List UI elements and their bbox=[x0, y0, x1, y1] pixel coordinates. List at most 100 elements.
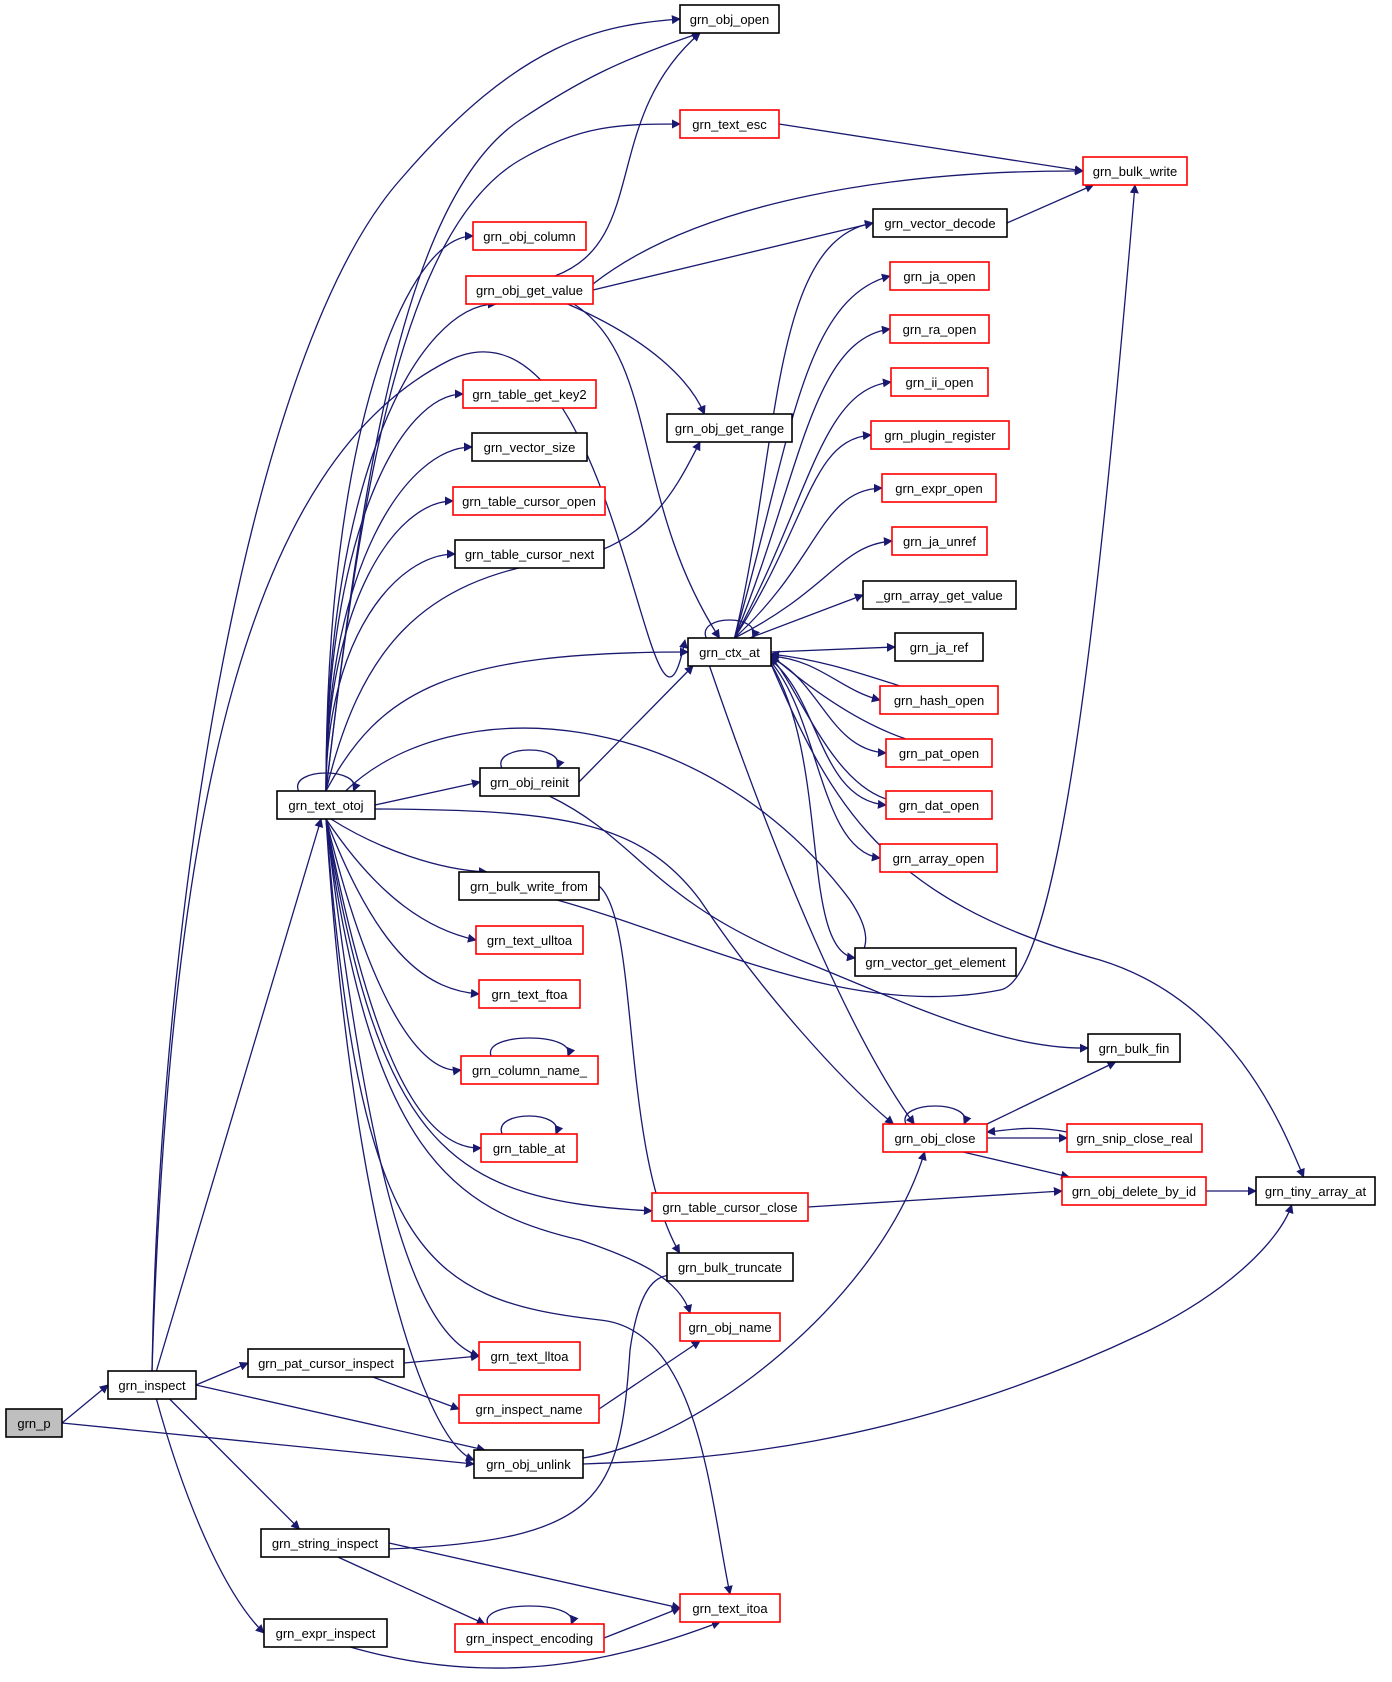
node-grn-table-get-key2[interactable]: grn_table_get_key2 bbox=[462, 379, 597, 409]
node-grn-string-inspect[interactable]: grn_string_inspect bbox=[260, 1528, 390, 1558]
call-edge bbox=[374, 808, 895, 1125]
node-label: grn_obj_open bbox=[690, 12, 770, 27]
node-label: grn_ctx_at bbox=[699, 645, 760, 660]
node-grn-obj-column[interactable]: grn_obj_column bbox=[472, 221, 587, 251]
node-label: grn_pat_cursor_inspect bbox=[258, 1356, 394, 1371]
node-grn-array-open[interactable]: grn_array_open bbox=[879, 843, 998, 873]
node-label: grn_obj_get_value bbox=[476, 283, 583, 298]
node-grn-inspect-encoding[interactable]: grn_inspect_encoding bbox=[454, 1623, 605, 1653]
call-edge bbox=[489, 1037, 576, 1057]
node-grn-text-ulltoa[interactable]: grn_text_ulltoa bbox=[475, 925, 584, 955]
node-grn-table-cursor-close[interactable]: grn_table_cursor_close bbox=[651, 1192, 809, 1222]
node-label: grn_hash_open bbox=[894, 693, 984, 708]
node-grn-obj-name[interactable]: grn_obj_name bbox=[679, 1312, 781, 1342]
call-edge bbox=[345, 727, 867, 963]
node-label: grn_inspect bbox=[118, 1378, 186, 1393]
call-edge bbox=[195, 1384, 486, 1453]
node-grn-array-get-value[interactable]: _grn_array_get_value bbox=[862, 580, 1017, 610]
node-label: grn_snip_close_real bbox=[1076, 1131, 1192, 1146]
call-edge bbox=[733, 219, 874, 639]
node-grn-p[interactable]: grn_p bbox=[5, 1408, 63, 1438]
call-edge bbox=[554, 32, 701, 277]
node-label: grn_expr_open bbox=[895, 481, 982, 496]
call-edge bbox=[592, 166, 1084, 285]
node-grn-ctx-at[interactable]: grn_ctx_at bbox=[687, 637, 772, 667]
node-grn-table-cursor-open[interactable]: grn_table_cursor_open bbox=[452, 486, 606, 516]
node-grn-vector-size[interactable]: grn_vector_size bbox=[471, 432, 588, 462]
node-label: grn_text_esc bbox=[692, 117, 767, 132]
node-grn-bulk-write-from[interactable]: grn_bulk_write_from bbox=[458, 871, 600, 901]
node-grn-pat-cursor-inspect[interactable]: grn_pat_cursor_inspect bbox=[247, 1348, 405, 1378]
node-grn-text-otoj[interactable]: grn_text_otoj bbox=[276, 790, 376, 820]
node-grn-hash-open[interactable]: grn_hash_open bbox=[879, 685, 999, 715]
node-grn-bulk-fin[interactable]: grn_bulk_fin bbox=[1087, 1033, 1181, 1063]
call-edge bbox=[807, 1187, 1063, 1208]
call-edge bbox=[770, 655, 881, 703]
call-edge bbox=[962, 1151, 1071, 1180]
node-label: grn_plugin_register bbox=[884, 428, 996, 443]
node-grn-obj-open[interactable]: grn_obj_open bbox=[679, 4, 780, 34]
node-grn-obj-close[interactable]: grn_obj_close bbox=[882, 1123, 988, 1153]
node-grn-text-esc[interactable]: grn_text_esc bbox=[679, 109, 780, 139]
call-edge bbox=[578, 665, 694, 783]
call-edge bbox=[155, 818, 324, 1372]
call-edge bbox=[549, 795, 1089, 1053]
node-grn-inspect[interactable]: grn_inspect bbox=[107, 1370, 197, 1400]
call-edge bbox=[388, 1542, 681, 1611]
node-grn-snip-close-real[interactable]: grn_snip_close_real bbox=[1066, 1123, 1203, 1153]
call-edge bbox=[325, 647, 689, 792]
node-label: grn_ja_ref bbox=[910, 640, 969, 655]
node-label: grn_table_at bbox=[493, 1141, 566, 1156]
call-edge bbox=[770, 661, 881, 862]
node-grn-ra-open[interactable]: grn_ra_open bbox=[889, 314, 990, 344]
node-label: grn_expr_inspect bbox=[276, 1626, 376, 1641]
call-edge bbox=[770, 663, 1305, 1178]
node-grn-obj-get-range[interactable]: grn_obj_get_range bbox=[666, 413, 793, 443]
node-grn-obj-delete-by-id[interactable]: grn_obj_delete_by_id bbox=[1061, 1176, 1207, 1206]
node-label: grn_inspect_name bbox=[476, 1402, 583, 1417]
node-grn-column-name-[interactable]: grn_column_name_ bbox=[460, 1055, 599, 1085]
call-edge bbox=[733, 431, 872, 639]
node-grn-dat-open[interactable]: grn_dat_open bbox=[885, 790, 993, 820]
node-grn-ja-open[interactable]: grn_ja_open bbox=[889, 261, 990, 291]
call-edge bbox=[151, 15, 681, 1372]
node-grn-expr-inspect[interactable]: grn_expr_inspect bbox=[263, 1618, 388, 1648]
node-grn-bulk-truncate[interactable]: grn_bulk_truncate bbox=[666, 1252, 794, 1282]
node-grn-table-at[interactable]: grn_table_at bbox=[480, 1133, 578, 1163]
node-label: grn_p bbox=[17, 1416, 50, 1431]
node-label: grn_tiny_array_at bbox=[1265, 1184, 1367, 1199]
node-grn-bulk-write[interactable]: grn_bulk_write bbox=[1082, 156, 1188, 186]
node-grn-obj-unlink[interactable]: grn_obj_unlink bbox=[473, 1449, 584, 1479]
node-label: grn_pat_open bbox=[899, 746, 979, 761]
call-edge bbox=[325, 442, 473, 792]
node-grn-vector-decode[interactable]: grn_vector_decode bbox=[872, 208, 1008, 238]
call-edge bbox=[486, 1605, 579, 1625]
node-grn-table-cursor-next[interactable]: grn_table_cursor_next bbox=[454, 539, 605, 569]
call-edge bbox=[904, 1105, 972, 1125]
node-grn-tiny-array-at[interactable]: grn_tiny_array_at bbox=[1255, 1176, 1376, 1206]
node-label: grn_text_itoa bbox=[692, 1601, 768, 1616]
node-grn-inspect-name[interactable]: grn_inspect_name bbox=[458, 1394, 600, 1424]
node-grn-text-lltoa[interactable]: grn_text_lltoa bbox=[478, 1341, 581, 1371]
node-grn-obj-get-value[interactable]: grn_obj_get_value bbox=[465, 275, 594, 305]
node-grn-text-ftoa[interactable]: grn_text_ftoa bbox=[478, 979, 581, 1009]
node-grn-ja-unref[interactable]: grn_ja_unref bbox=[891, 526, 988, 556]
node-grn-ii-open[interactable]: grn_ii_open bbox=[890, 367, 989, 397]
call-edge bbox=[325, 818, 482, 1153]
node-grn-vector-get-element[interactable]: grn_vector_get_element bbox=[854, 947, 1017, 977]
node-grn-obj-reinit[interactable]: grn_obj_reinit bbox=[479, 767, 580, 797]
node-grn-plugin-register[interactable]: grn_plugin_register bbox=[870, 420, 1010, 450]
call-edge bbox=[778, 123, 1084, 175]
call-edge bbox=[500, 749, 565, 769]
node-grn-pat-open[interactable]: grn_pat_open bbox=[885, 738, 993, 768]
node-grn-ja-ref[interactable]: grn_ja_ref bbox=[894, 632, 984, 662]
call-edge bbox=[733, 378, 892, 639]
node-label: grn_bulk_write_from bbox=[470, 879, 588, 894]
call-edge bbox=[330, 818, 488, 877]
node-grn-expr-open[interactable]: grn_expr_open bbox=[881, 473, 997, 503]
call-edge bbox=[567, 303, 706, 415]
call-edge bbox=[770, 659, 887, 809]
node-grn-text-itoa[interactable]: grn_text_itoa bbox=[679, 1593, 781, 1623]
call-edge bbox=[169, 1398, 301, 1530]
